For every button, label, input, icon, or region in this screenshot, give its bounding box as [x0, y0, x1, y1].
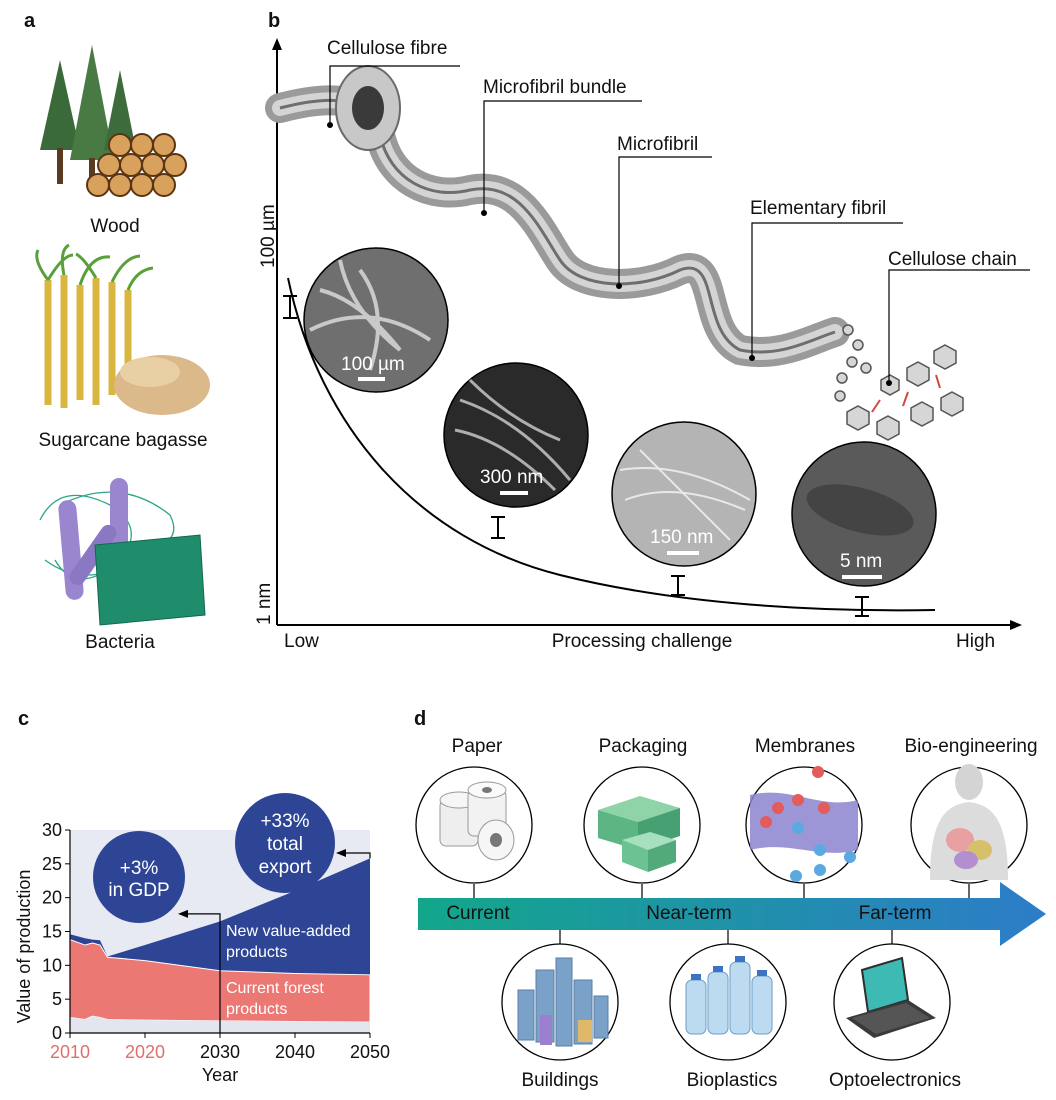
app-label-bioplastics: Bioplastics: [686, 1070, 778, 1091]
label-microfibril-bundle: Microfibril bundle: [483, 77, 627, 98]
x-tick-label: 2010: [50, 1042, 90, 1062]
export-bubble-text: export: [259, 857, 313, 878]
boxes-icon: [583, 766, 701, 884]
chart-y-label: Value of production: [14, 870, 34, 1024]
gdp-bubble: [93, 831, 185, 923]
x-tick-label: 2050: [350, 1042, 390, 1062]
app-label-optoelectronics: Optoelectronics: [828, 1070, 962, 1091]
scale-bar-label-3: 150 nm: [650, 527, 714, 548]
app-label-paper: Paper: [451, 736, 503, 757]
current-products-label: Current forest: [226, 980, 324, 997]
label-microfibril: Microfibril: [617, 134, 699, 155]
gdp-bubble-text: +3%: [120, 858, 159, 879]
y-tick-label: 20: [42, 888, 62, 908]
app-label-packaging: Packaging: [598, 736, 688, 757]
hierarchy-diagram: [265, 38, 1030, 630]
y-tick-label: 10: [42, 955, 62, 975]
y-tick-label: 5: [52, 989, 62, 1009]
export-bubble: [235, 793, 335, 893]
cellulose-chain-illustration: [834, 324, 964, 441]
label-cellulose-fibre: Cellulose fibre: [327, 38, 448, 59]
new-products-label: New value-added: [226, 923, 351, 940]
scale-bar-label-4: 5 nm: [840, 551, 883, 572]
buildings-icon: [501, 943, 619, 1061]
gdp-bubble-text: in GDP: [108, 880, 169, 901]
x-tick-label: 2040: [275, 1042, 315, 1062]
stage-label-current: Current: [446, 903, 510, 924]
chart-x-label: Year: [202, 1065, 238, 1085]
membrane-icon: [745, 766, 863, 884]
y-axis-top-label: 100 µm: [258, 204, 279, 268]
new-products-label: products: [226, 944, 287, 961]
x-axis-title: Processing challenge: [551, 631, 733, 652]
series-area-new-value-added: [70, 858, 370, 975]
x-axis-low-label: Low: [284, 631, 319, 652]
y-axis-bottom-label: 1 nm: [254, 582, 275, 625]
x-tick-label: 2030: [200, 1042, 240, 1062]
y-tick-label: 0: [52, 1023, 62, 1043]
bottles-icon: [669, 943, 787, 1061]
gdp-arrow-head: [178, 909, 188, 918]
x-tick-label: 2020: [125, 1042, 165, 1062]
micrograph-1: [303, 247, 449, 393]
bacteria-icon: [39, 478, 206, 626]
label-leader-lines: [329, 65, 1030, 383]
label-elementary-fibril: Elementary fibril: [750, 198, 887, 219]
export-arrow-line: [340, 852, 371, 859]
export-bubble-text: +33%: [260, 811, 309, 832]
wood-icon: [40, 45, 187, 197]
current-products-label: products: [226, 1001, 287, 1018]
export-bubble-text: total: [267, 834, 303, 855]
stage-label-far-term: Far-term: [858, 903, 932, 924]
applications-timeline: [415, 764, 1046, 1061]
label-cellulose-chain: Cellulose chain: [888, 249, 1017, 270]
app-label-bio-engineering: Bio-engineering: [904, 736, 1038, 757]
y-tick-label: 30: [42, 820, 62, 840]
paper-rolls-icon: [415, 766, 533, 884]
export-arrow-head: [336, 849, 346, 858]
laptop-icon: [833, 943, 951, 1061]
scale-bar-label-2: 300 nm: [480, 467, 544, 488]
sugarcane-icon: [35, 243, 210, 415]
stage-label-near-term: Near-term: [646, 903, 732, 924]
panel-a-letter: a: [24, 10, 36, 32]
panel-b-letter: b: [268, 10, 281, 32]
micrograph-2: [443, 362, 589, 508]
panel-c-letter: c: [18, 708, 30, 730]
error-bars: [283, 295, 869, 617]
y-tick-label: 15: [42, 922, 62, 942]
gdp-arrow-line: [182, 913, 221, 1033]
micrograph-4: [791, 441, 937, 587]
source-label-sugarcane: Sugarcane bagasse: [38, 430, 208, 451]
sources-illustrations: [35, 45, 210, 626]
cellulose-fibre-illustration: [265, 65, 850, 367]
scale-bar-label-1: 100 µm: [341, 354, 405, 375]
app-label-buildings: Buildings: [521, 1070, 599, 1091]
y-tick-label: 25: [42, 854, 62, 874]
app-label-membranes: Membranes: [754, 736, 856, 757]
source-label-bacteria: Bacteria: [85, 632, 155, 653]
x-axis-high-label: High: [956, 631, 996, 652]
panel-d-letter: d: [414, 708, 427, 730]
human-body-icon: [910, 764, 1028, 884]
source-label-wood: Wood: [90, 216, 140, 237]
challenge-curve: [287, 277, 936, 612]
timeline-arrow: [418, 882, 1046, 946]
micrograph-3: [611, 421, 757, 567]
